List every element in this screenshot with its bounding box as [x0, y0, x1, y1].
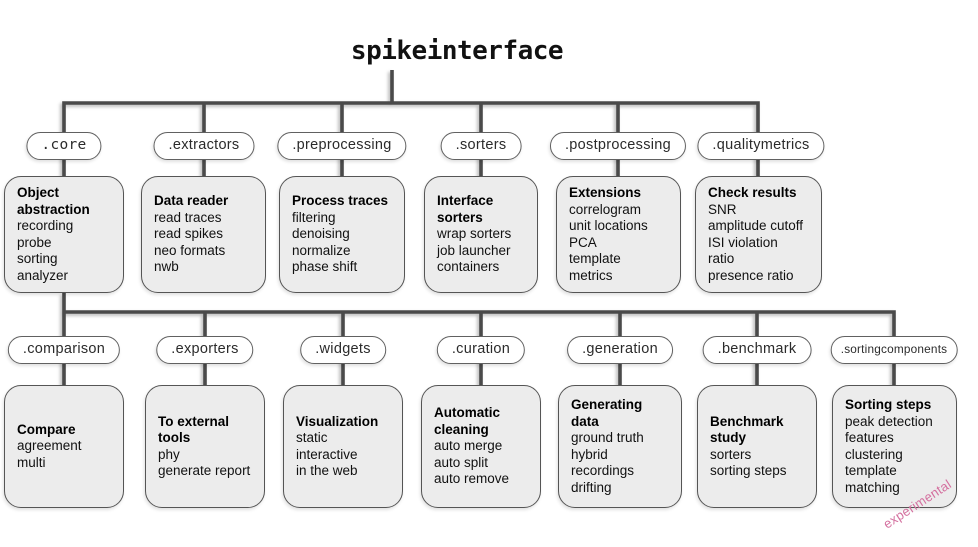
box-header-extractors: Data reader: [154, 193, 229, 209]
box-items-comparison: agreement multi: [17, 438, 82, 470]
box-items-core: recording probe sorting analyzer: [17, 218, 74, 283]
box-header-qualitymetrics: Check results: [708, 185, 797, 200]
diagram-title: spikeinterface: [350, 36, 564, 66]
module-box-curation: Automatic cleaning auto merge auto split…: [421, 385, 541, 508]
pill-exporters: .exporters: [156, 336, 254, 364]
box-header-benchmark: Benchmark study: [710, 413, 784, 446]
pill-sorters: .sorters: [440, 132, 522, 160]
box-header-sortingcomponents: Sorting steps: [845, 397, 932, 412]
box-header-preprocessing: Process traces: [292, 193, 389, 209]
box-items-qualitymetrics: SNR amplitude cutoff ISI violation ratio…: [708, 201, 804, 283]
box-items-preprocessing: filtering denoising normalize phase shif…: [292, 209, 358, 275]
module-box-sorters: Interface sorters wrap sorters job launc…: [424, 176, 538, 293]
module-box-preprocessing: Process traces filtering denoising norma…: [279, 176, 405, 293]
box-header-postprocessing: Extensions: [569, 185, 642, 200]
module-box-qualitymetrics: Check results SNR amplitude cutoff ISI v…: [695, 176, 822, 293]
box-header-core: Object abstraction: [17, 185, 90, 217]
module-box-exporters: To external tools phy generate report: [145, 385, 265, 508]
pill-qualitymetrics: .qualitymetrics: [697, 132, 825, 160]
box-header-generation: Generating data: [571, 397, 643, 429]
module-box-core: Object abstraction recording probe sorti…: [4, 176, 124, 293]
box-items-generation: ground truth hybrid recordings drifting: [571, 430, 644, 495]
box-items-sorters: wrap sorters job launcher containers: [437, 226, 512, 275]
box-items-sortingcomponents: peak detection features clustering templ…: [845, 413, 933, 495]
pill-widgets: .widgets: [300, 336, 386, 364]
pill-comparison: .comparison: [7, 336, 121, 364]
module-box-widgets: Visualization static interactive in the …: [283, 385, 403, 508]
module-box-benchmark: Benchmark study sorters sorting steps: [697, 385, 817, 508]
module-box-extractors: Data reader read traces read spikes neo …: [141, 176, 266, 293]
module-box-sortingcomponents: Sorting steps peak detection features cl…: [832, 385, 957, 531]
pill-generation: .generation: [567, 336, 673, 364]
box-items-postprocessing: correlogram unit locations PCA template …: [569, 201, 648, 283]
pill-preprocessing: .preprocessing: [277, 132, 407, 160]
pill-postprocessing: .postprocessing: [549, 132, 687, 160]
box-header-comparison: Compare: [17, 421, 76, 437]
pill-core: .core: [26, 132, 102, 160]
module-box-postprocessing: Extensions correlogram unit locations PC…: [556, 176, 681, 293]
box-items-curation: auto merge auto split auto remove: [434, 438, 510, 487]
pill-curation: .curation: [436, 336, 526, 364]
module-box-comparison: Compare agreement multi: [4, 385, 124, 508]
box-header-sorters: Interface sorters: [437, 193, 494, 225]
box-items-benchmark: sorters sorting steps: [710, 446, 787, 479]
box-header-exporters: To external tools: [158, 413, 230, 446]
box-header-curation: Automatic cleaning: [434, 405, 501, 437]
pill-sortingcomponents: .sortingcomponents: [830, 336, 958, 364]
pill-extractors: .extractors: [153, 132, 255, 160]
box-items-extractors: read traces read spikes neo formats nwb: [154, 209, 226, 275]
box-items-exporters: phy generate report: [158, 446, 251, 479]
module-box-generation: Generating data ground truth hybrid reco…: [558, 385, 682, 508]
box-header-widgets: Visualization: [296, 413, 379, 429]
pill-benchmark: .benchmark: [702, 336, 812, 364]
box-items-widgets: static interactive in the web: [296, 430, 358, 478]
